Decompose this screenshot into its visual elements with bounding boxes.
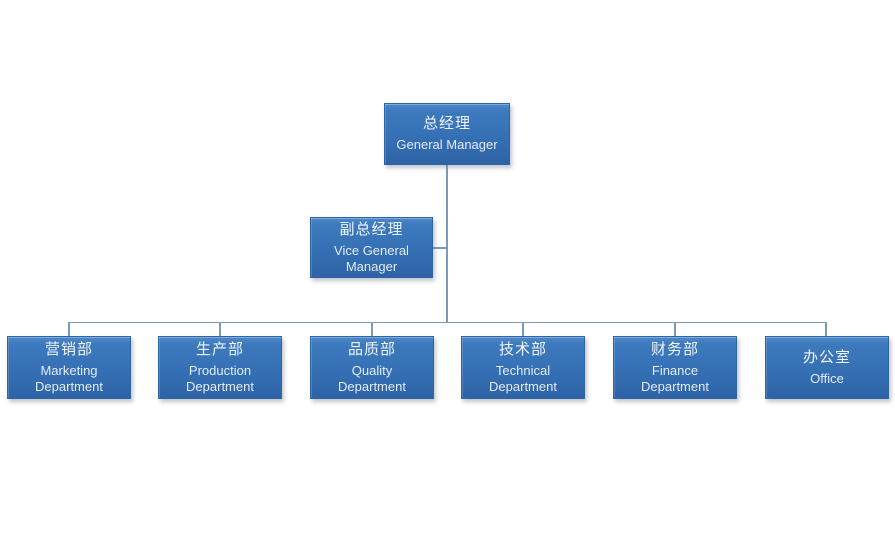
org-node-marketing-department[interactable]: 营销部 Marketing Department bbox=[7, 336, 131, 399]
connector-stub-production bbox=[219, 322, 221, 336]
connector-vice-horizontal bbox=[433, 247, 447, 249]
org-node-production-department[interactable]: 生产部 Production Department bbox=[158, 336, 282, 399]
node-label-en: Vice General Manager bbox=[334, 242, 409, 274]
connector-stub-finance bbox=[674, 322, 676, 336]
node-label-en: Marketing Department bbox=[35, 362, 103, 394]
node-label-en: Office bbox=[810, 370, 844, 386]
org-node-general-manager[interactable]: 总经理 General Manager bbox=[384, 103, 510, 165]
connector-stub-quality bbox=[371, 322, 373, 336]
node-label-cn: 技术部 bbox=[498, 340, 547, 358]
connector-stub-office bbox=[825, 322, 827, 336]
org-node-office[interactable]: 办公室 Office bbox=[765, 336, 889, 399]
org-node-finance-department[interactable]: 财务部 Finance Department bbox=[613, 336, 737, 399]
node-label-en: Finance Department bbox=[641, 362, 709, 394]
connector-stub-marketing bbox=[68, 322, 70, 336]
node-label-cn: 总经理 bbox=[422, 115, 471, 132]
node-label-en: Technical Department bbox=[489, 362, 557, 394]
node-label-cn: 品质部 bbox=[347, 340, 396, 358]
node-label-cn: 营销部 bbox=[44, 340, 93, 358]
node-label-cn: 生产部 bbox=[195, 340, 244, 358]
connector-trunk-vertical bbox=[446, 165, 448, 323]
org-node-technical-department[interactable]: 技术部 Technical Department bbox=[461, 336, 585, 399]
node-label-cn: 副总经理 bbox=[339, 220, 404, 238]
node-label-cn: 办公室 bbox=[802, 348, 851, 366]
connector-stub-technical bbox=[522, 322, 524, 336]
node-label-en: Quality Department bbox=[338, 362, 406, 394]
connector-bus-horizontal bbox=[68, 321, 827, 323]
org-node-vice-general-manager[interactable]: 副总经理 Vice General Manager bbox=[310, 217, 433, 278]
node-label-en: General Manager bbox=[396, 137, 498, 152]
node-label-en: Production Department bbox=[186, 362, 254, 394]
org-node-quality-department[interactable]: 品质部 Quality Department bbox=[310, 336, 434, 399]
node-label-cn: 财务部 bbox=[650, 340, 699, 358]
